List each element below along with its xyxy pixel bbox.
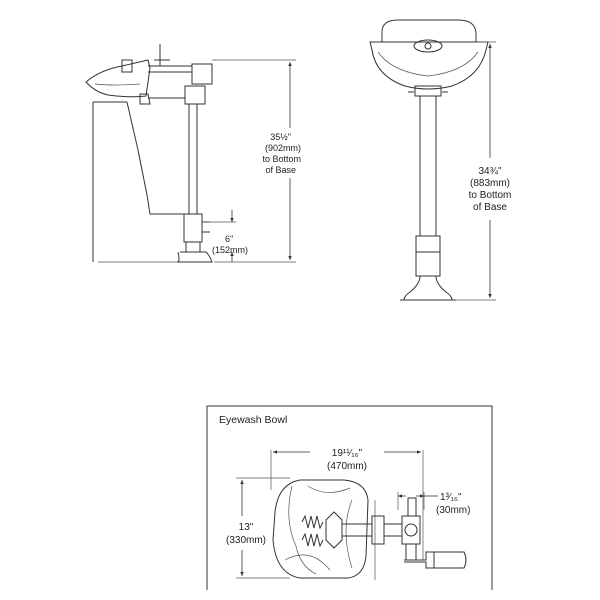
front-height-line3: to Bottom [469,190,512,201]
front-height-line2: (883mm) [470,178,510,189]
bowl-depth-dimension: 13" (330mm) [226,477,290,579]
bowl-width-dimension: 19¹¹⁄₁₆" (470mm) [270,448,424,560]
bowl-valve [374,497,467,580]
side-bowl [85,44,213,105]
bowl-offset-dimension: 1³⁄₁₆" (30mm) [397,492,470,516]
front-height-line4: of Base [473,202,507,213]
side-pipe [176,104,213,263]
side-height-dimension: 35½" (902mm) to Bottom of Base [212,59,301,263]
bowl-depth-line1: 13" [239,522,254,533]
front-height-line1: 34¾" [478,166,501,177]
wall-outline [92,101,184,263]
side-base-dimension: 6" (152mm) [203,210,248,262]
side-view: 35½" (902mm) to Bottom of Base 6" (152mm… [85,44,301,263]
bowl-offset-line2: (30mm) [436,505,470,516]
panel-frame [206,405,493,590]
side-height-line2: (902mm) [265,143,301,153]
eyewash-bowl-title: Eyewash Bowl [219,414,287,426]
front-pipe [400,96,456,301]
bowl-offset-line1: 1³⁄₁₆" [440,492,462,503]
front-height-dimension: 34¾" (883mm) to Bottom of Base [456,41,512,301]
bowl-top-view [272,479,403,579]
bowl-width-line2: (470mm) [327,461,367,472]
bowl-width-line1: 19¹¹⁄₁₆" [332,448,363,459]
side-height-line3: to Bottom [262,154,301,164]
eyewash-bowl-panel: Eyewash Bowl 19¹¹⁄₁₆" (470mm) 13" (330mm… [206,405,493,590]
side-base-line2: (152mm) [212,245,248,255]
side-height-line4: of Base [265,165,296,175]
side-height-line1: 35½" [270,132,291,142]
front-view: 34¾" (883mm) to Bottom of Base [369,19,512,301]
front-bowl [369,19,489,97]
bowl-depth-line2: (330mm) [226,535,266,546]
side-base-line1: 6" [225,234,233,244]
